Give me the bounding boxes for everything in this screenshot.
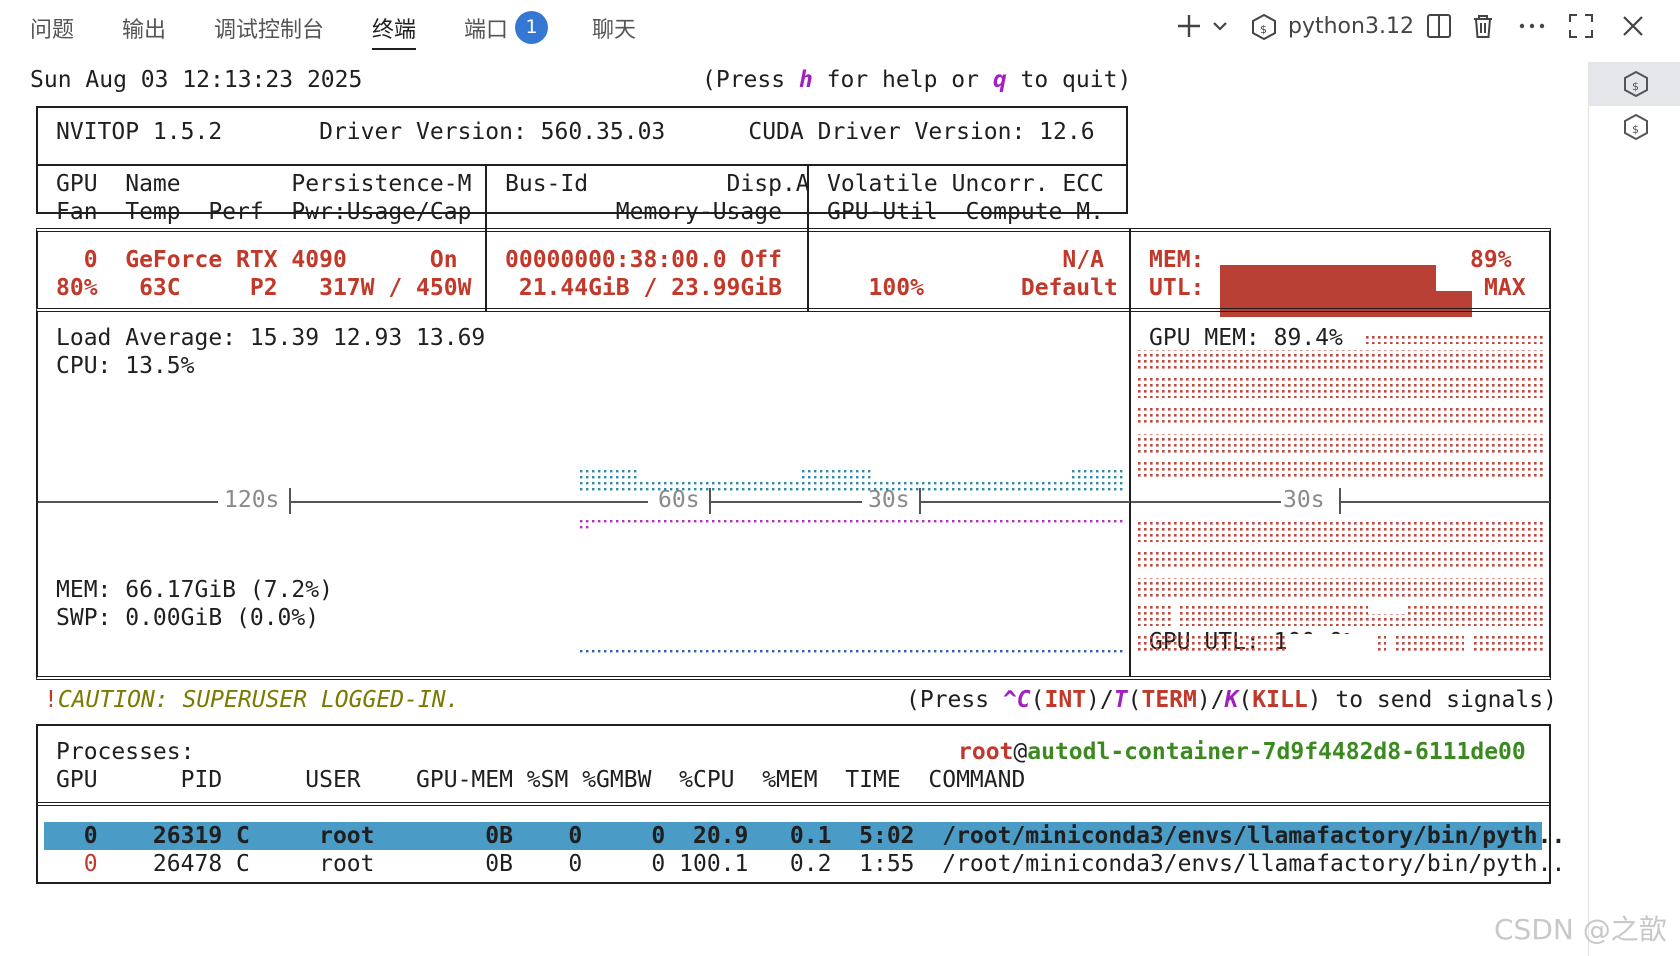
header-col-divider-2 bbox=[807, 164, 809, 228]
tick-120s: 120s bbox=[224, 487, 280, 513]
host-mem: MEM: 66.17GiB (7.2%) bbox=[56, 577, 333, 603]
process-row-selected[interactable] bbox=[44, 822, 1542, 850]
gpu-mem-graph-label: GPU MEM: 89.4% bbox=[1149, 325, 1343, 351]
tick-30s-right: 30s bbox=[1283, 487, 1325, 513]
gpu-col-divider-2 bbox=[807, 228, 809, 312]
gpu-col-divider-1 bbox=[485, 228, 487, 312]
signal-hint: (Press ^C(INT)/T(TERM)/K(KILL) to send s… bbox=[906, 687, 1557, 713]
gpu-col-divider-3 bbox=[1129, 228, 1131, 312]
col-header-bus-2: Memory-Usage bbox=[505, 199, 782, 225]
chevron-down-icon[interactable] bbox=[1210, 12, 1230, 48]
gpu-bus-line-1: 00000000:38:00.0 Off bbox=[505, 247, 782, 273]
tab-ports[interactable]: 端口 bbox=[464, 18, 509, 43]
tab-problems[interactable]: 问题 bbox=[30, 18, 75, 43]
swap-history-graph bbox=[580, 650, 1125, 655]
trash-icon[interactable] bbox=[1468, 12, 1498, 48]
shell-name-label[interactable]: python3.12 bbox=[1288, 14, 1414, 39]
gpu-history-graph bbox=[580, 520, 1125, 531]
time-axis-left-4 bbox=[920, 501, 1130, 503]
terminal-viewport[interactable]: Sun Aug 03 12:13:23 2025 (Press h for he… bbox=[0, 58, 1588, 956]
datetime: Sun Aug 03 12:13:23 2025 bbox=[30, 67, 363, 93]
terminal-shell-icon[interactable]: $ bbox=[1248, 12, 1280, 50]
maximize-icon[interactable] bbox=[1566, 12, 1596, 48]
mem-bar-pct: 89% bbox=[1470, 247, 1512, 273]
gpu-util-line-1: N/A bbox=[827, 247, 1104, 273]
terminal-shell-icon[interactable]: $ bbox=[1621, 69, 1651, 99]
header-box bbox=[36, 106, 1128, 214]
cpu-percent: CPU: 13.5% bbox=[56, 353, 195, 379]
tab-chat[interactable]: 聊天 bbox=[592, 18, 637, 43]
gpu-row-box bbox=[36, 228, 1551, 308]
processes-title: Processes: bbox=[56, 739, 195, 765]
utl-bar-label: UTL: bbox=[1149, 275, 1205, 301]
terminal-shell-icon[interactable]: $ bbox=[1621, 112, 1651, 142]
time-axis-left-1 bbox=[38, 501, 218, 503]
host-identity: root@autodl-container-7d9f4482d8-6111de0… bbox=[958, 739, 1526, 765]
help-hint: (Press h for help or q to quit) bbox=[702, 67, 1132, 93]
header-divider bbox=[36, 164, 1128, 166]
graph-box bbox=[36, 308, 1551, 680]
time-axis-left-2 bbox=[290, 501, 648, 503]
load-average: Load Average: 15.39 12.93 13.69 bbox=[56, 325, 486, 351]
host-swap: SWP: 0.00GiB (0.0%) bbox=[56, 605, 320, 631]
cpu-history-graph bbox=[580, 468, 1125, 494]
graph-col-divider bbox=[1129, 312, 1131, 676]
col-header-util-1: Volatile Uncorr. ECC bbox=[827, 171, 1104, 197]
watermark: CSDN @之歆 bbox=[1494, 913, 1667, 946]
tab-terminal[interactable]: 终端 bbox=[372, 12, 417, 50]
nvitop-header-line: NVITOP 1.5.2 Driver Version: 560.35.03 C… bbox=[56, 119, 1095, 145]
utl-bar-max: MAX bbox=[1484, 275, 1526, 301]
split-panel-icon[interactable] bbox=[1424, 12, 1454, 48]
processes-divider bbox=[36, 802, 1551, 806]
panel-tab-bar: 问题 输出 调试控制台 终端 端口 1 聊天 $ python3.12 bbox=[0, 0, 1680, 58]
processes-header: GPU PID USER GPU-MEM %SM %GMBW %CPU %MEM… bbox=[56, 767, 1026, 793]
plus-icon[interactable] bbox=[1174, 12, 1204, 48]
close-icon[interactable] bbox=[1618, 12, 1648, 48]
col-header-bus-1: Bus-Id Disp.A bbox=[505, 171, 810, 197]
time-axis-right-2 bbox=[1340, 501, 1550, 503]
terminal-list-panel: $ $ bbox=[1588, 62, 1680, 956]
time-axis-left-3 bbox=[710, 501, 862, 503]
ports-count-badge: 1 bbox=[515, 11, 548, 44]
svg-text:$: $ bbox=[1632, 80, 1639, 93]
terminal-list-item-selected[interactable] bbox=[1589, 62, 1680, 106]
svg-text:$: $ bbox=[1632, 123, 1639, 136]
tab-output[interactable]: 输出 bbox=[122, 18, 167, 43]
col-header-util-2: GPU-Util Compute M. bbox=[827, 199, 1104, 225]
superuser-caution: !CAUTION: SUPERUSER LOGGED-IN. bbox=[44, 687, 460, 713]
header-col-divider-1 bbox=[485, 164, 487, 228]
process-row-1-text[interactable]: 0 26319 C root 0B 0 0 20.9 0.1 5:02 /roo… bbox=[56, 823, 1566, 849]
col-header-gpu-1: GPU Name Persistence-M bbox=[56, 171, 472, 197]
time-axis-right-1 bbox=[1131, 501, 1281, 503]
utl-usage-bar bbox=[1220, 291, 1472, 317]
mem-usage-bar bbox=[1220, 265, 1436, 291]
mem-bar-label: MEM: bbox=[1149, 247, 1205, 273]
process-row-2-text[interactable]: 0 26478 C root 0B 0 0 100.1 0.2 1:55 /ro… bbox=[56, 851, 1566, 877]
gpu-bus-line-2: 21.44GiB / 23.99GiB bbox=[505, 275, 782, 301]
svg-text:$: $ bbox=[1260, 23, 1267, 36]
ellipsis-icon[interactable] bbox=[1516, 12, 1548, 48]
gpu-utl-history-graph bbox=[1138, 522, 1543, 652]
col-header-gpu-2: Fan Temp Perf Pwr:Usage/Cap bbox=[56, 199, 472, 225]
gpu-mem-history-graph bbox=[1138, 336, 1543, 478]
gpu-info-line-2: 80% 63C P2 317W / 450W bbox=[56, 275, 472, 301]
tab-debug-console[interactable]: 调试控制台 bbox=[214, 18, 325, 43]
gpu-info-line-1: 0 GeForce RTX 4090 On bbox=[56, 247, 458, 273]
gpu-util-line-2: 100% Default bbox=[827, 275, 1118, 301]
